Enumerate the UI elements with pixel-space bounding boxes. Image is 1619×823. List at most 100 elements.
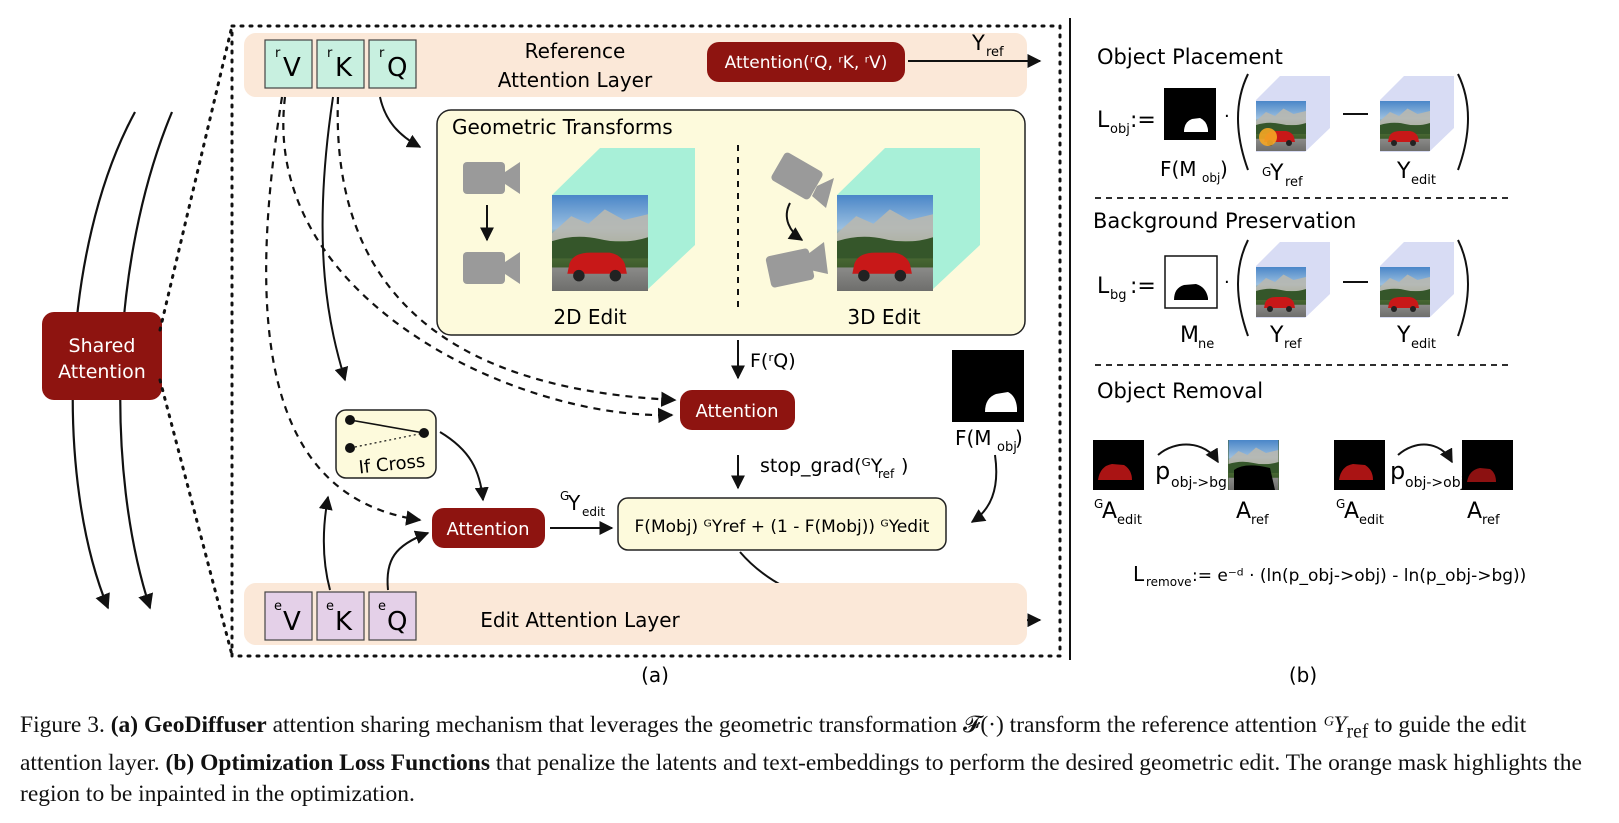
aref1-sub: ref [1251,513,1269,528]
ref-attention-op-box [707,42,905,82]
ref-key-q: Q [387,53,407,83]
edit-key-v: V [283,607,301,637]
caption-b-bold: (b) Optimization Loss Functions [165,749,490,776]
gaedit1-sup: G [1094,497,1103,511]
edit-2d-label: 2D Edit [553,305,626,329]
ref-output-sub: ref [986,45,1004,60]
ref-output-label: Y [971,31,985,55]
gaedit2-sup: G [1336,497,1345,511]
gaedit1: A [1102,499,1117,524]
placement-cube2-caption: Y [1396,159,1411,184]
placement-mask-caption: F(M [1160,157,1197,181]
figure-caption: Figure 3. (a) GeoDiffuser attention shar… [20,710,1600,810]
ek-arrow [318,495,333,591]
bg-mask-caption-sub: ne [1198,337,1214,352]
frq-label: F(ʳQ) [750,350,796,372]
blend-formula: F(Mobj) ᴳYref + (1 - F(Mobj)) ᴳYedit [635,517,930,537]
gyedit-sub: edit [582,505,605,519]
bg-cube1-sub: ref [1284,337,1302,352]
gaedit2: A [1344,499,1359,524]
reference-keys: r V r K r Q [264,39,417,89]
lremove-sub: remove [1146,575,1192,589]
edit-key-sup-k: e [326,599,334,614]
ref-key-sup-v: r [275,46,281,61]
caption-gy-sub: ref [1346,721,1369,743]
gyedit-label: Y [567,491,581,515]
placement-cube-2 [1380,76,1454,152]
placement-cube1-sub: ref [1285,175,1303,190]
lremove-formula: := e⁻ᵈ · (ln(p_obj->obj) - ln(p_obj->bg)… [1192,566,1526,586]
mask-label-sub: obj [997,440,1017,455]
mask-label: F(M [955,426,992,450]
paren-right [1457,73,1469,171]
caption-a-text3: to guide the edit attention layer. [20,712,1527,776]
rv-to-bottom-attention-arrow [265,96,422,526]
rq-to-geo-arrow [379,96,422,148]
shared-attention-line1: Shared [69,335,136,357]
lbg-label: L [1097,274,1110,299]
lbg-assign: := [1130,274,1156,299]
aref2-sub: ref [1482,513,1500,528]
caption-fig: Figure 3. [20,712,105,738]
mask-arrow [970,454,998,523]
caption-gy: ᴳY [1322,712,1347,738]
mask-obj-image [1164,88,1216,140]
rk-to-attention-arrow [336,96,677,408]
placement-cube1-sup: G [1262,165,1271,179]
edit-keys: e V e K e Q [264,591,417,641]
ref-layer-title-2: Attention Layer [498,68,653,92]
bg-cube-2 [1380,242,1454,318]
p-obj-bg-sub: obj->bg [1171,475,1227,491]
object-placement-title: Object Placement [1097,45,1283,69]
camera-icon [765,152,834,288]
aref1: A [1236,499,1251,524]
stopgrad-label: stop_grad(ᴳY [760,455,883,477]
rk-to-ifcross-arrow [321,96,349,382]
placement-mask-caption-sub: obj [1202,171,1220,185]
if-cross-box [335,409,437,479]
edit-key-q: Q [387,607,407,637]
edit-key-k: K [335,607,353,637]
bg-cube2-sub: edit [1411,337,1436,352]
bg-cube2-caption: Y [1396,323,1411,348]
camera-icon [463,162,520,284]
aref2: A [1467,499,1482,524]
attention-middle: Attention [695,401,778,422]
attention-middle-box [680,390,795,430]
ref-key-sup-q: r [379,46,385,61]
mask-ne-image [1164,255,1218,309]
edit-key-sup-v: e [274,599,282,614]
placement-cube-1 [1256,76,1330,152]
part-a-label: (a) [641,663,669,687]
p-obj-obj: p [1390,457,1405,485]
stopgrad-sub: ref [878,467,895,481]
p-obj-obj-sub: obj->obj [1405,475,1464,491]
rv-to-attention-arrow [282,96,674,424]
attention-bottom: Attention [446,519,529,540]
placement-cube2-sub: edit [1411,173,1436,188]
shared-attention-box [42,312,162,400]
ref-key-v: V [283,53,301,83]
mask-label-end: ) [1015,426,1023,450]
gaedit1-sub: edit [1117,513,1142,528]
fan-lines [158,24,234,657]
background-preservation-title: Background Preservation [1093,209,1356,233]
lremove-label: L [1133,562,1145,586]
caption-b-text: that penalize the latents and text-embed… [20,749,1582,807]
svg-text:): ) [1220,157,1228,181]
caption-a-bold: (a) GeoDiffuser [110,712,267,738]
lobj-label: L [1097,108,1110,133]
ref-key-k: K [335,53,353,83]
lobj-sub: obj [1110,122,1130,137]
dot-op: · [1224,106,1230,127]
object-removal-title: Object Removal [1097,379,1263,403]
lobj-assign: := [1130,108,1156,133]
eq-arrow [386,530,430,591]
3d-arrow [785,202,804,241]
svg-text:·: · [1224,272,1230,293]
edit-3d-label: 3D Edit [847,305,920,329]
edit-key-sup-q: e [378,599,386,614]
p-obj-bg: p [1155,457,1170,485]
placement-cube1-caption: Y [1269,161,1284,186]
stopgrad-end: ) [901,455,908,477]
